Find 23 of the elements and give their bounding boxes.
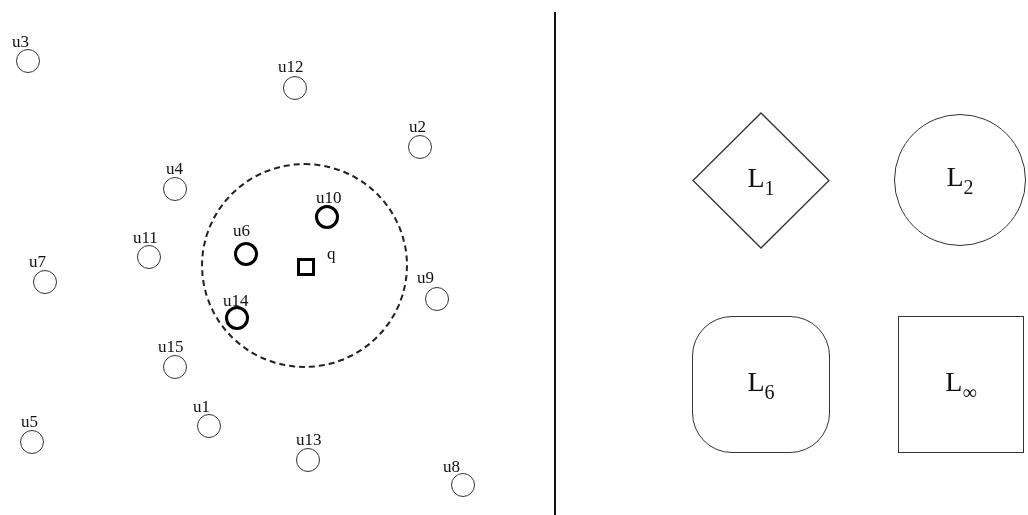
shape-label: L$_{2}$ xyxy=(946,161,974,199)
point-label: u10 xyxy=(316,189,342,206)
point-label: q xyxy=(327,245,336,262)
point-label: u15 xyxy=(158,338,184,355)
shape-label: L$_{1}$ xyxy=(747,161,775,200)
search-radius-circle xyxy=(201,163,408,368)
point-label: u7 xyxy=(29,253,46,270)
shape-label: L$_{6}$ xyxy=(747,365,775,404)
point-label: u13 xyxy=(296,431,322,448)
point-label: u11 xyxy=(133,229,158,246)
point-label: u14 xyxy=(223,292,249,309)
point-label: u12 xyxy=(278,58,304,75)
point-label: u5 xyxy=(21,413,38,430)
shape-label: L$_{∞}$ xyxy=(945,365,977,404)
point-label: u2 xyxy=(409,118,426,135)
diamond-shape xyxy=(692,112,830,249)
point-label: u4 xyxy=(166,160,183,177)
point-label: u3 xyxy=(12,33,29,50)
point-label: u1 xyxy=(193,398,210,415)
point-label: u6 xyxy=(233,222,250,239)
point-label: u8 xyxy=(443,458,460,475)
square-shape xyxy=(898,316,1024,453)
point-label: u9 xyxy=(417,269,434,286)
